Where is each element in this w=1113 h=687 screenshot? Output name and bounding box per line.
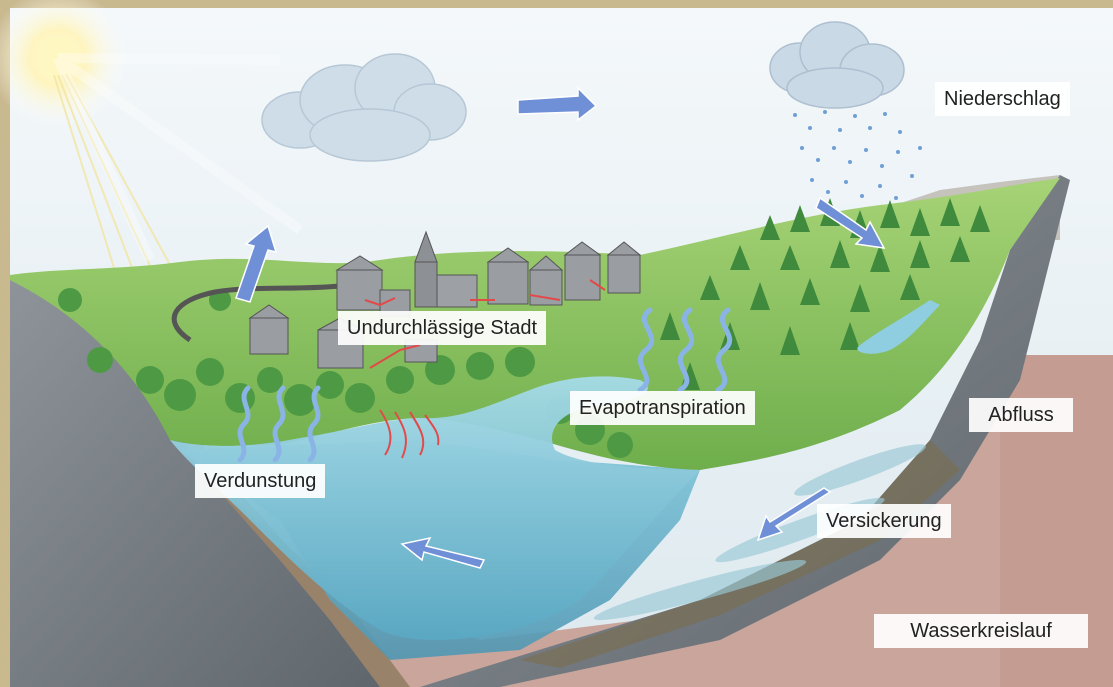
label-versickerung: Versickerung [817,504,951,538]
wavy-evaporation-icon [237,307,733,463]
label-evapotranspiration: Evapotranspiration [570,391,755,425]
label-wasserkreislauf: Wasserkreislauf [874,614,1088,648]
label-niederschlag: Niederschlag [935,82,1070,116]
shore-trees [58,288,633,458]
urban-runoff-arrows [379,409,440,459]
heat-arrow-icon [364,279,606,369]
mountain-stream [857,300,940,354]
label-abfluss: Abfluss [969,398,1073,432]
cloud-icon [261,53,467,162]
sediment-layer-right [520,440,960,668]
lake-surface [170,376,700,640]
road [171,283,341,343]
church-icon [414,230,478,308]
soil-ground-right [1000,355,1113,687]
label-undurchlaessige-stadt: Undurchlässige Stadt [338,311,547,345]
label-verdunstung: Verdunstung [195,464,326,498]
flow-arrow-icon [235,86,886,569]
rain-cloud-icon [769,21,927,202]
